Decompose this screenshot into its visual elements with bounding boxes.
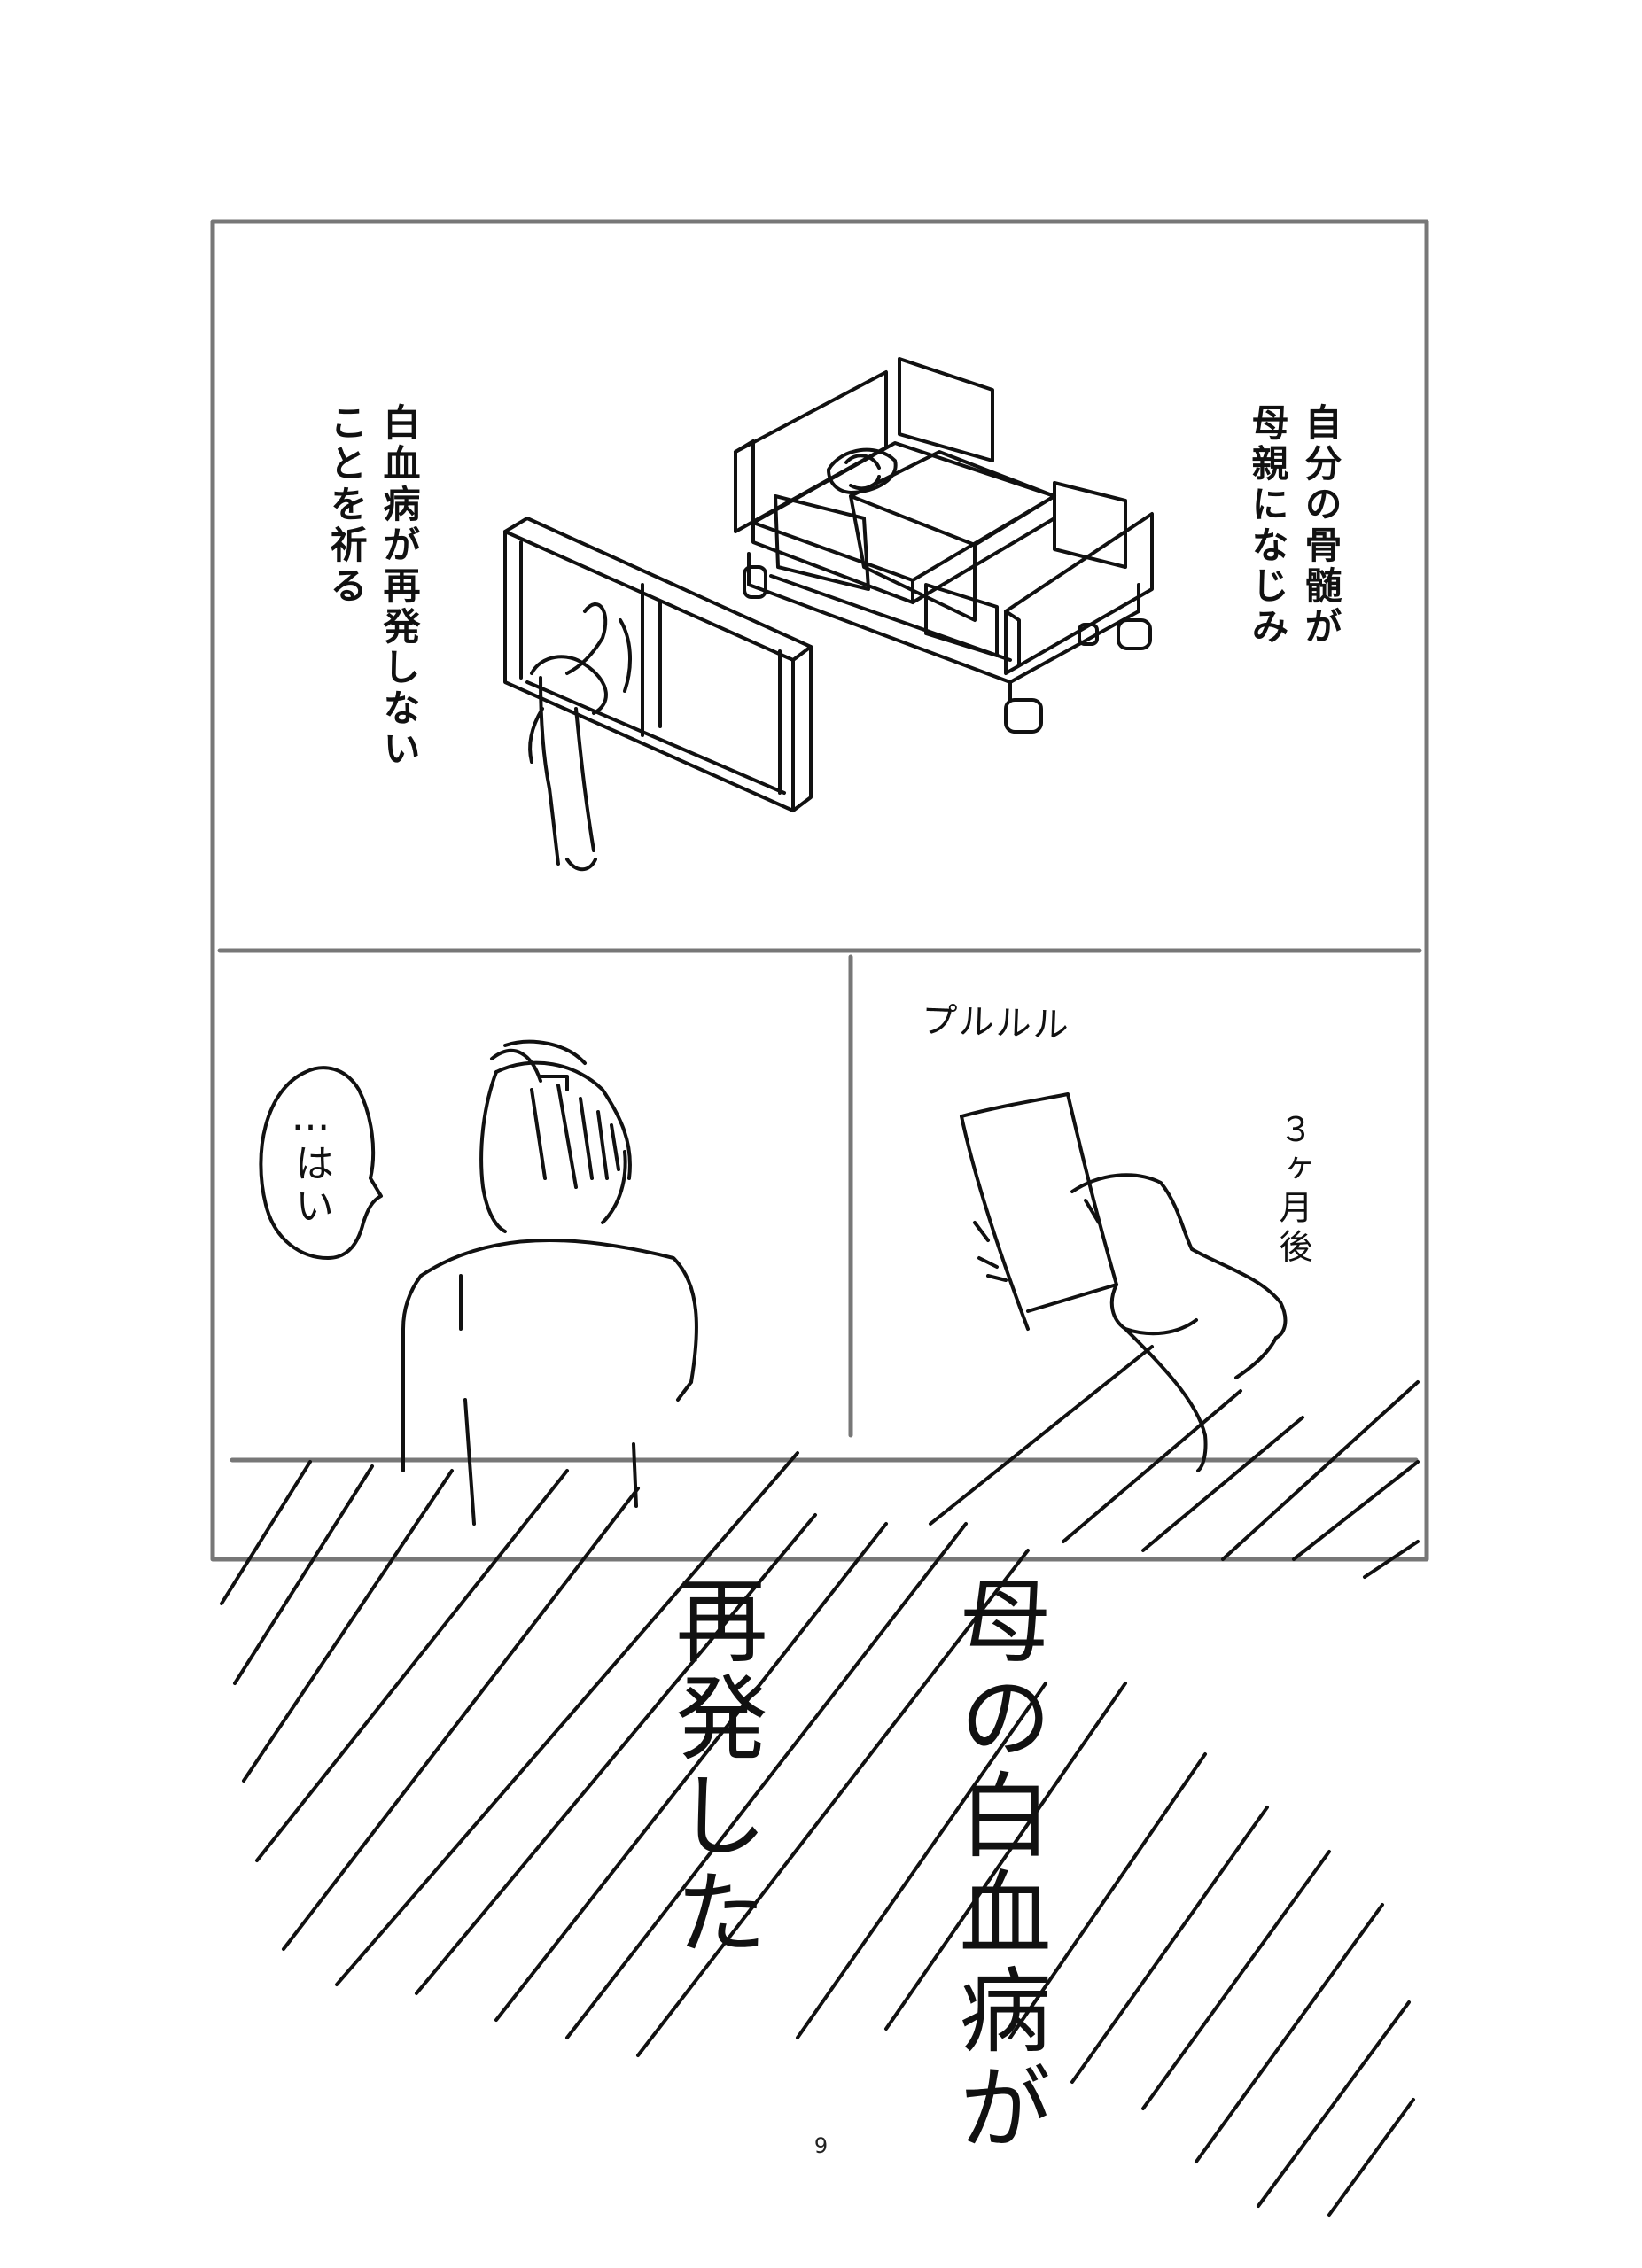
narration-line-2: 再発した [659, 1573, 767, 1962]
time-skip-caption: ３ヶ月後 [1273, 1112, 1312, 1268]
outer-frame [210, 219, 1429, 1562]
caption-pray-no-relapse: 白血病が再発しない ことを祈る [324, 403, 421, 770]
speech-bubble [259, 1066, 383, 1260]
narration-line-1: 母の白血病が [943, 1573, 1051, 2157]
bed-wheels [743, 565, 1152, 734]
caption-bone-marrow: 自分の骨髄が 母親になじみ [1246, 403, 1342, 648]
hand-holding-phone-drawing [960, 1092, 1288, 1472]
hospital-bed-drawing [734, 357, 1154, 734]
phone-ring-sound-effect: プルルル [921, 1000, 1071, 1046]
panel-borders [210, 219, 1429, 1562]
window-with-figure [503, 517, 813, 872]
page-number: 9 [813, 2133, 829, 2158]
dramatic-hatching [220, 1345, 1420, 2217]
man-from-behind-drawing [401, 1039, 698, 1526]
speech-text: …はい [288, 1094, 333, 1228]
